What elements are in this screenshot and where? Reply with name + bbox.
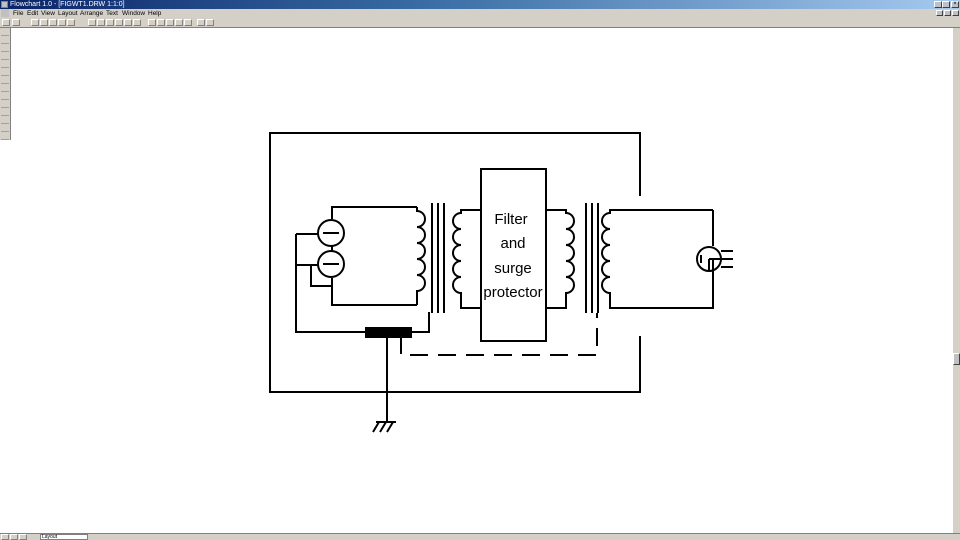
enclosure-outline <box>269 132 641 393</box>
right-primary-coil <box>546 209 575 309</box>
box-button[interactable] <box>88 19 96 26</box>
menu-layout[interactable]: Layout <box>58 10 78 17</box>
menu-file[interactable]: File <box>13 10 24 17</box>
rectangle-tool-icon[interactable] <box>1 93 9 100</box>
minimize-button[interactable] <box>934 1 942 8</box>
polygon-button[interactable] <box>133 19 141 26</box>
connector-tool-icon[interactable] <box>1 117 9 124</box>
color-tool-icon[interactable] <box>1 133 9 140</box>
tube-1-icon <box>317 219 345 247</box>
maximize-button[interactable] <box>942 1 950 8</box>
menu-view[interactable]: View <box>41 10 55 17</box>
text-tool-icon[interactable] <box>1 37 9 44</box>
filter-label-line-4: protector <box>483 284 542 301</box>
tool-palette <box>0 28 11 140</box>
connector-button[interactable] <box>115 19 123 26</box>
status-bar: Layout <box>0 533 960 540</box>
angle-tool-icon[interactable] <box>1 53 9 60</box>
curve-button[interactable] <box>124 19 132 26</box>
filter-label-line-1: Filter <box>494 211 527 228</box>
line-style-button[interactable] <box>31 19 39 26</box>
menu-bar: File Edit View Layout Arrange Text Windo… <box>0 9 960 18</box>
window-title: Flowchart 1.0 - [FIGWT1.DRW 1:1:0] <box>10 1 125 8</box>
menu-edit[interactable]: Edit <box>27 10 39 17</box>
page-view-button[interactable] <box>19 534 27 540</box>
bold-button[interactable] <box>157 19 165 26</box>
app-icon[interactable] <box>1 1 8 8</box>
line-tool-icon[interactable] <box>1 45 9 52</box>
step-tool-icon[interactable] <box>1 61 9 68</box>
left-transformer-core <box>431 203 445 313</box>
left-primary-coil <box>416 207 426 305</box>
arc-tool-icon[interactable] <box>1 69 9 76</box>
text-tool-button[interactable] <box>12 19 20 26</box>
close-button[interactable]: × <box>951 1 959 8</box>
shield-dashed-line <box>400 313 598 356</box>
menu-window[interactable]: Window <box>122 10 146 17</box>
italic-button[interactable] <box>166 19 174 26</box>
doc-minimize-button[interactable] <box>936 10 943 16</box>
doc-restore-button[interactable] <box>944 10 951 16</box>
title-bar: Flowchart 1.0 - [FIGWT1.DRW 1:1:0] × <box>0 0 960 9</box>
right-transformer-core <box>585 203 599 313</box>
polygon-tool-icon[interactable] <box>1 109 9 116</box>
font-button[interactable] <box>148 19 156 26</box>
ground-icon <box>372 421 396 433</box>
filter-label-line-3: surge <box>494 260 532 277</box>
zoom-in-button[interactable] <box>197 19 205 26</box>
tube-2-icon <box>317 250 345 278</box>
fill-style-button[interactable] <box>40 19 48 26</box>
pointer-tool-button[interactable] <box>2 19 10 26</box>
diamond-button[interactable] <box>106 19 114 26</box>
menu-arrange[interactable]: Arrange <box>80 10 104 17</box>
doc-close-button[interactable] <box>952 10 959 16</box>
page-next-button[interactable] <box>10 534 18 540</box>
filter-box <box>480 168 547 342</box>
left-secondary-coil <box>452 209 481 309</box>
arrow-style-button[interactable] <box>67 19 75 26</box>
right-secondary-coil <box>601 209 714 309</box>
menu-help[interactable]: Help <box>148 10 162 17</box>
left-tube-network <box>295 206 430 333</box>
shadow-button[interactable] <box>49 19 57 26</box>
menu-text[interactable]: Text <box>106 10 118 17</box>
document-icon[interactable] <box>1 9 9 17</box>
paint-tool-icon[interactable] <box>1 125 9 132</box>
curve-tool-icon[interactable] <box>1 77 9 84</box>
ellipse-tool-icon[interactable] <box>1 101 9 108</box>
size-button[interactable] <box>184 19 192 26</box>
zoom-out-button[interactable] <box>206 19 214 26</box>
align-button[interactable] <box>175 19 183 26</box>
toolbar <box>0 18 960 28</box>
freehand-tool-icon[interactable] <box>1 85 9 92</box>
zoom-select[interactable]: Layout <box>40 534 88 540</box>
filter-label-line-2: and <box>500 235 525 252</box>
select-tool-icon[interactable] <box>1 29 9 36</box>
page-prev-button[interactable] <box>1 534 9 540</box>
line-width-button[interactable] <box>58 19 66 26</box>
circle-button[interactable] <box>97 19 105 26</box>
ground-bus-bar <box>365 327 412 338</box>
